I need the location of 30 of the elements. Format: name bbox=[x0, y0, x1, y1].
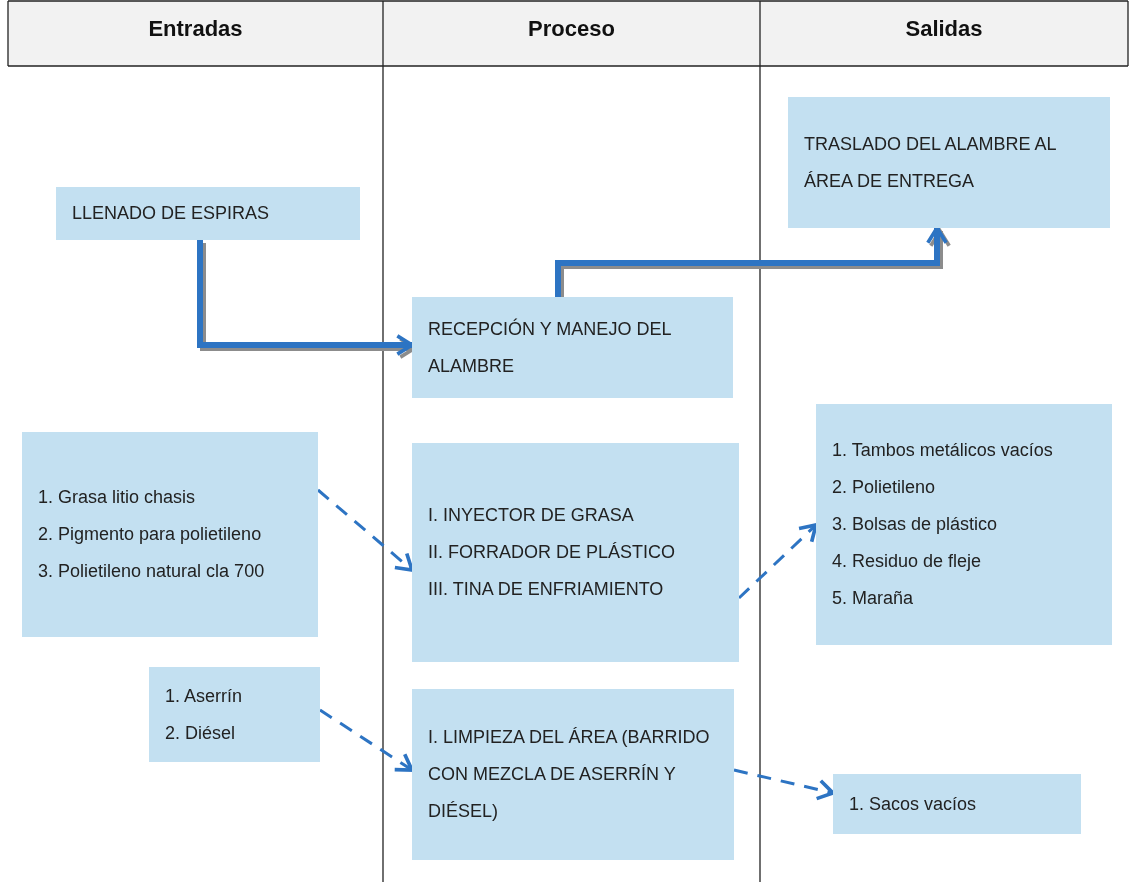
column-header: Proceso bbox=[527, 15, 616, 43]
list-item: 5. Maraña bbox=[832, 587, 915, 610]
list-item: 3. Bolsas de plástico bbox=[832, 513, 999, 536]
list-item: II. FORRADOR DE PLÁSTICO bbox=[428, 541, 677, 564]
process-box bbox=[412, 443, 739, 662]
list-item: III. TINA DE ENFRIAMIENTO bbox=[428, 578, 665, 601]
box-text: 1. Sacos vacíos bbox=[849, 792, 978, 816]
column-header: Salidas bbox=[904, 15, 984, 43]
list-item: 1. Aserrín bbox=[165, 684, 244, 708]
list-item: 2. Diésel bbox=[165, 721, 237, 745]
box-text: LLENADO DE ESPIRAS bbox=[72, 202, 271, 225]
box-text: TRASLADO DEL ALAMBRE AL ÁREA DE ENTREGA bbox=[804, 132, 1057, 193]
box-text: RECEPCIÓN Y MANEJO DEL ALAMBRE bbox=[428, 317, 672, 378]
list-item: 1. Grasa litio chasis bbox=[38, 486, 197, 509]
list-item: 1. Tambos metálicos vacíos bbox=[832, 439, 1054, 462]
list-item: 3. Polietileno natural cla 700 bbox=[38, 560, 266, 583]
column-header: Entradas bbox=[147, 15, 244, 43]
list-item: 4. Residuo de fleje bbox=[832, 550, 983, 573]
process-box bbox=[149, 667, 320, 762]
process-box bbox=[788, 97, 1110, 228]
box-text: I. LIMPIEZA DEL ÁREA (BARRIDO CON MEZCLA DE ASERRÍN Y DIÉSEL) bbox=[428, 726, 711, 823]
process-box bbox=[412, 689, 734, 860]
process-box bbox=[816, 404, 1112, 645]
list-item: I. INYECTOR DE GRASA bbox=[428, 504, 635, 527]
list-item: 2. Pigmento para polietileno bbox=[38, 523, 263, 546]
process-box bbox=[56, 187, 360, 240]
list-item: 2. Polietileno bbox=[832, 476, 937, 499]
process-box bbox=[22, 432, 318, 637]
process-box bbox=[412, 297, 733, 398]
process-box bbox=[833, 774, 1081, 834]
